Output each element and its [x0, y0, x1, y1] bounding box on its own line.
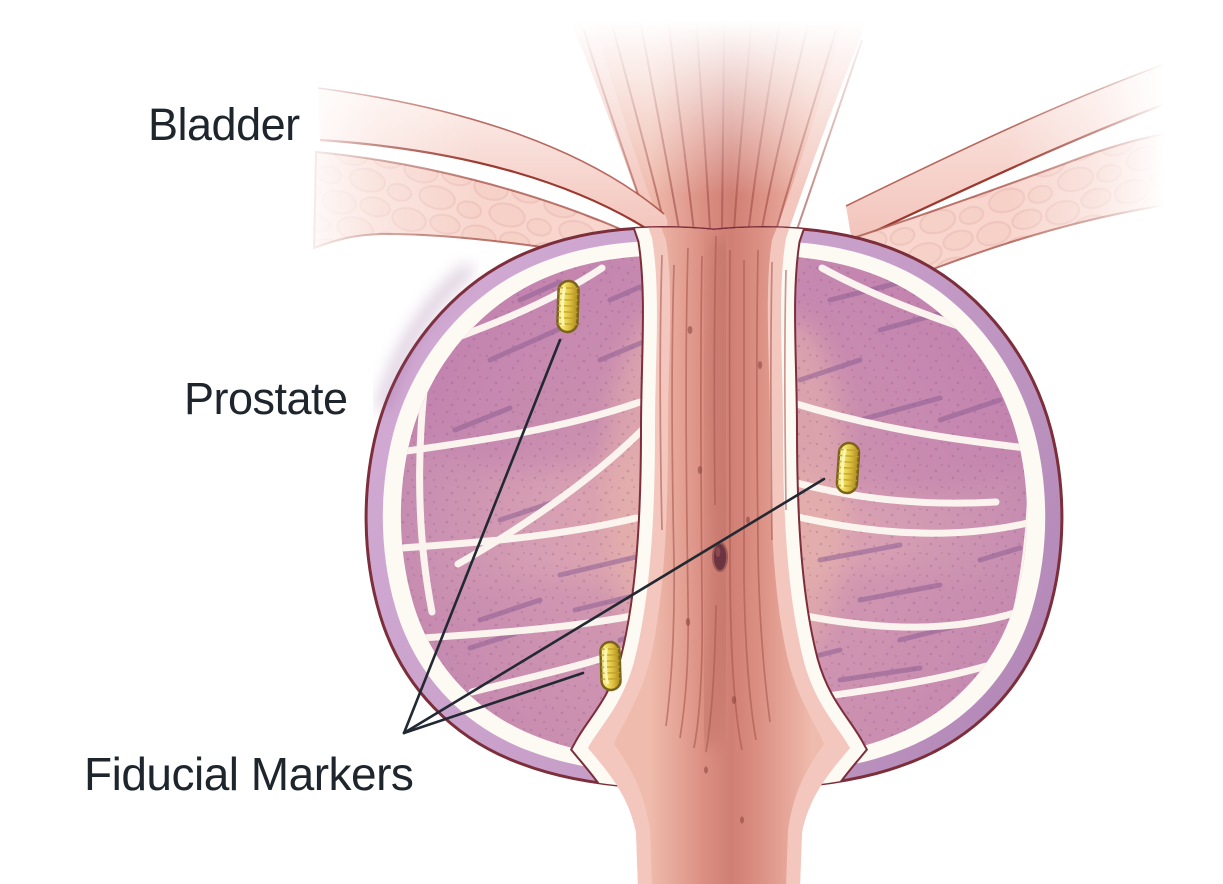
urethra-funnel — [560, 0, 878, 884]
leader-lines — [402, 338, 826, 735]
urethra-pores — [685, 326, 763, 824]
verumontanum — [712, 542, 728, 572]
gland-septa — [400, 264, 1028, 704]
urethra-central-fold — [692, 238, 738, 748]
fiducial-markers-label: Fiducial Markers — [84, 748, 414, 800]
bladder-label: Bladder — [148, 99, 300, 150]
bladder-inner-band-left — [317, 87, 668, 237]
leader-line-marker-2 — [402, 477, 826, 735]
prostate-label: Prostate — [184, 373, 348, 424]
urethra-striations — [659, 235, 787, 753]
urethra — [560, 227, 878, 884]
funnel-striations — [583, 13, 863, 251]
leader-line-marker-1 — [402, 338, 562, 735]
fiducial-markers — [556, 279, 861, 692]
fiducial-marker-3 — [599, 640, 622, 692]
fiducial-marker-1 — [556, 279, 580, 334]
fiducial-marker-2 — [835, 441, 861, 495]
bladder-inner-band-right — [845, 47, 1217, 243]
leader-line-marker-3 — [402, 671, 585, 735]
